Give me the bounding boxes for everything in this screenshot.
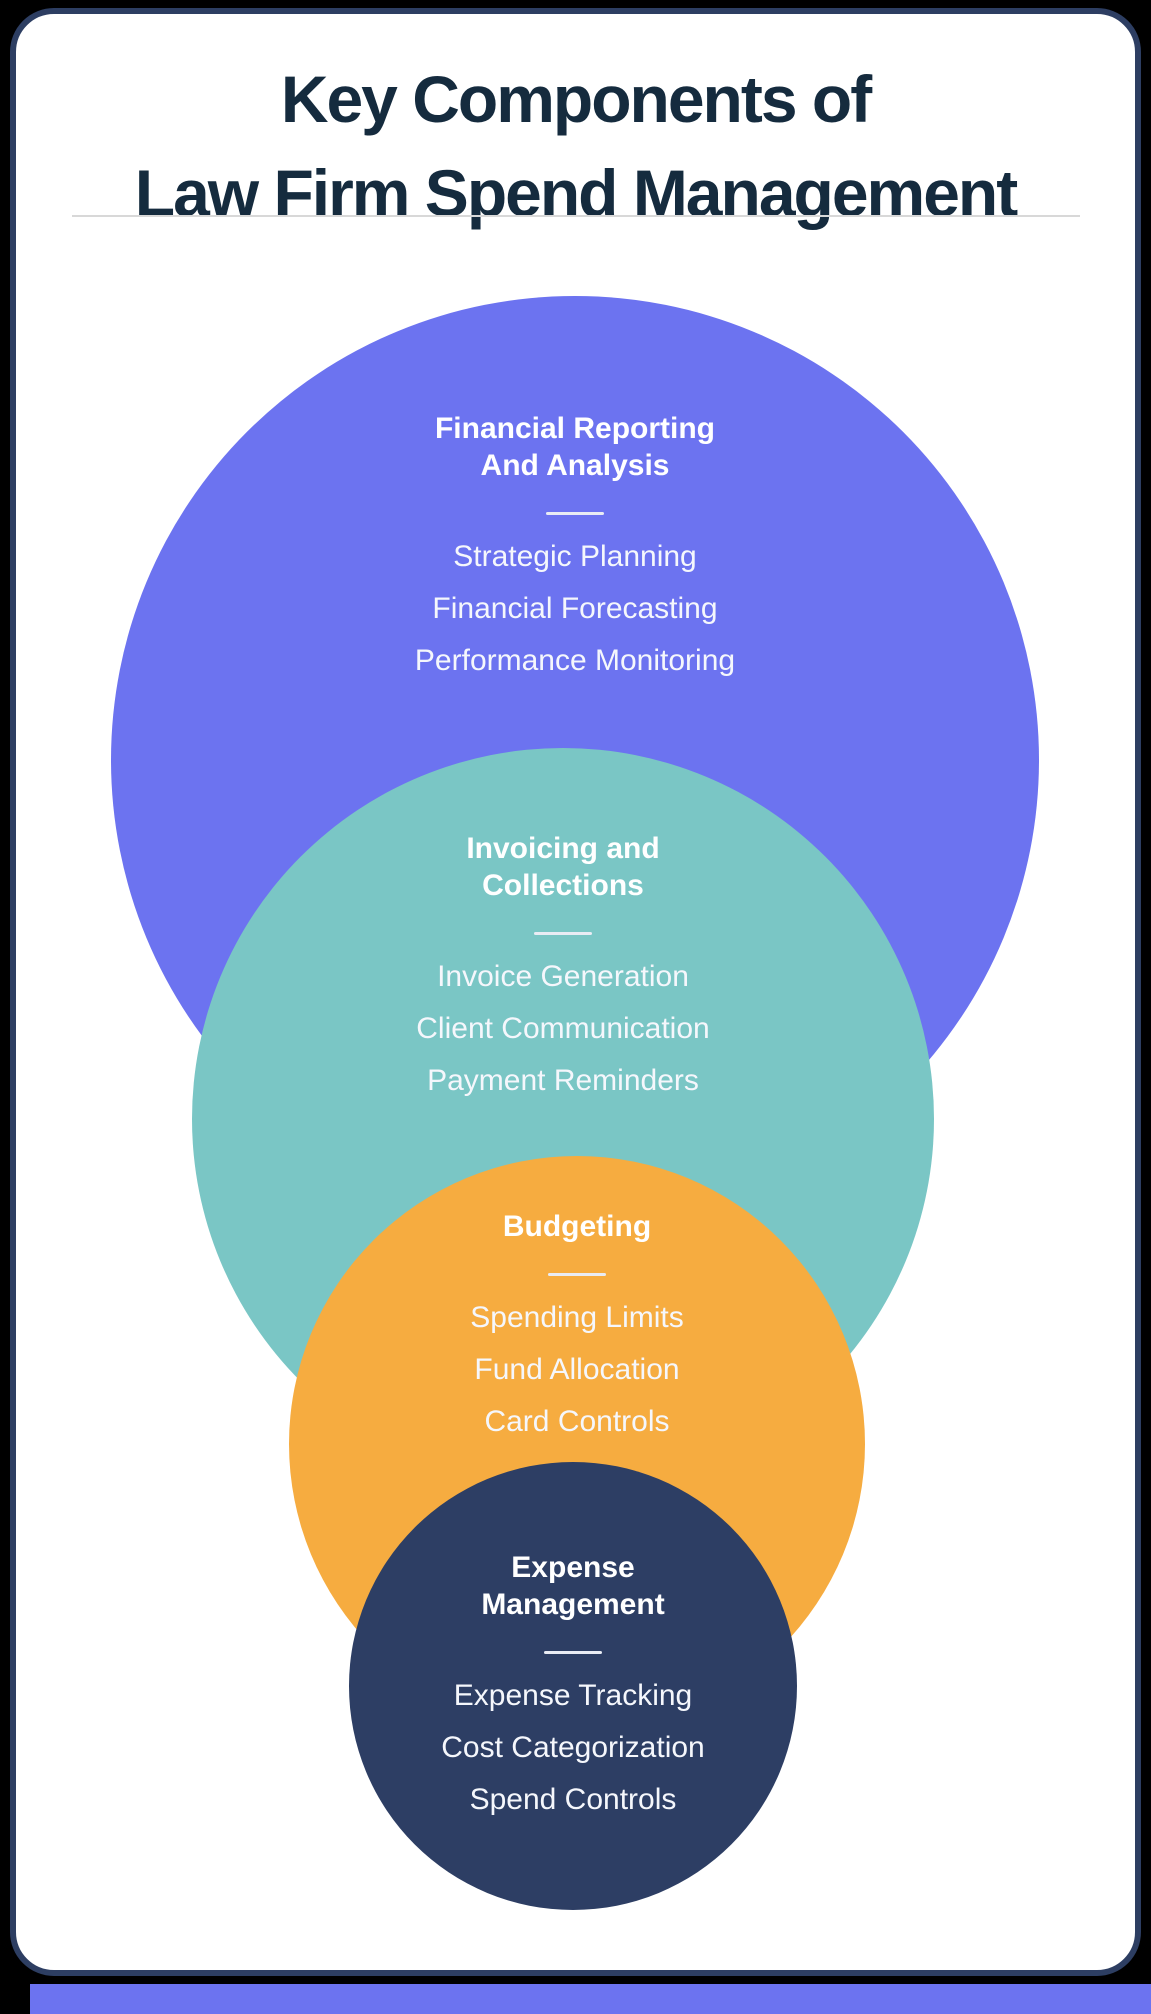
- financial-reporting-heading: Financial Reporting And Analysis: [275, 410, 875, 484]
- invoicing-collections-content: Invoicing and Collections Invoice Genera…: [263, 830, 863, 1107]
- list-item: Spending Limits: [470, 1301, 684, 1334]
- list-item: Financial Forecasting: [432, 592, 718, 625]
- list-item: Performance Monitoring: [414, 644, 736, 677]
- budgeting-content: Budgeting Spending Limits Fund Allocatio…: [277, 1208, 877, 1448]
- budgeting-heading: Budgeting: [277, 1208, 877, 1245]
- list-item: Cost Categorization: [441, 1731, 705, 1764]
- invoicing-collections-heading-line-2: Collections: [482, 869, 644, 902]
- invoicing-collections-divider: [534, 932, 592, 935]
- list-item: Spend Controls: [469, 1783, 677, 1816]
- page-title: Key Components of Law Firm Spend Managem…: [0, 52, 1151, 240]
- expense-management-heading-line-1: Expense: [511, 1551, 635, 1584]
- budgeting-divider: [548, 1273, 606, 1276]
- list-item: Client Communication: [416, 1012, 710, 1045]
- list-item: Expense Tracking: [453, 1679, 693, 1712]
- expense-management-heading: Expense Management: [273, 1549, 873, 1623]
- invoicing-collections-heading-line-1: Invoicing and: [466, 832, 660, 865]
- list-item: Strategic Planning: [453, 540, 697, 573]
- title-divider: [72, 215, 1080, 217]
- expense-management-divider: [544, 1651, 602, 1654]
- invoicing-collections-heading: Invoicing and Collections: [263, 830, 863, 904]
- financial-reporting-heading-line-1: Financial Reporting: [434, 412, 716, 445]
- list-item: Fund Allocation: [474, 1353, 680, 1386]
- circle-expense-management: [349, 1462, 797, 1910]
- financial-reporting-divider: [546, 512, 604, 515]
- expense-management-content: Expense Management Expense Tracking Cost…: [273, 1549, 873, 1826]
- expense-management-heading-line-2: Management: [481, 1588, 665, 1621]
- list-item: Card Controls: [484, 1405, 670, 1438]
- list-item: Payment Reminders: [427, 1064, 699, 1097]
- page-title-line-2: Law Firm Spend Management: [134, 156, 1018, 230]
- list-item: Invoice Generation: [437, 960, 689, 993]
- next-section-band: [30, 1984, 1151, 2014]
- financial-reporting-heading-line-2: And Analysis: [480, 449, 670, 482]
- page-title-line-1: Key Components of: [280, 62, 872, 136]
- budgeting-heading-line-1: Budgeting: [502, 1210, 652, 1243]
- financial-reporting-content: Financial Reporting And Analysis Strateg…: [275, 410, 875, 687]
